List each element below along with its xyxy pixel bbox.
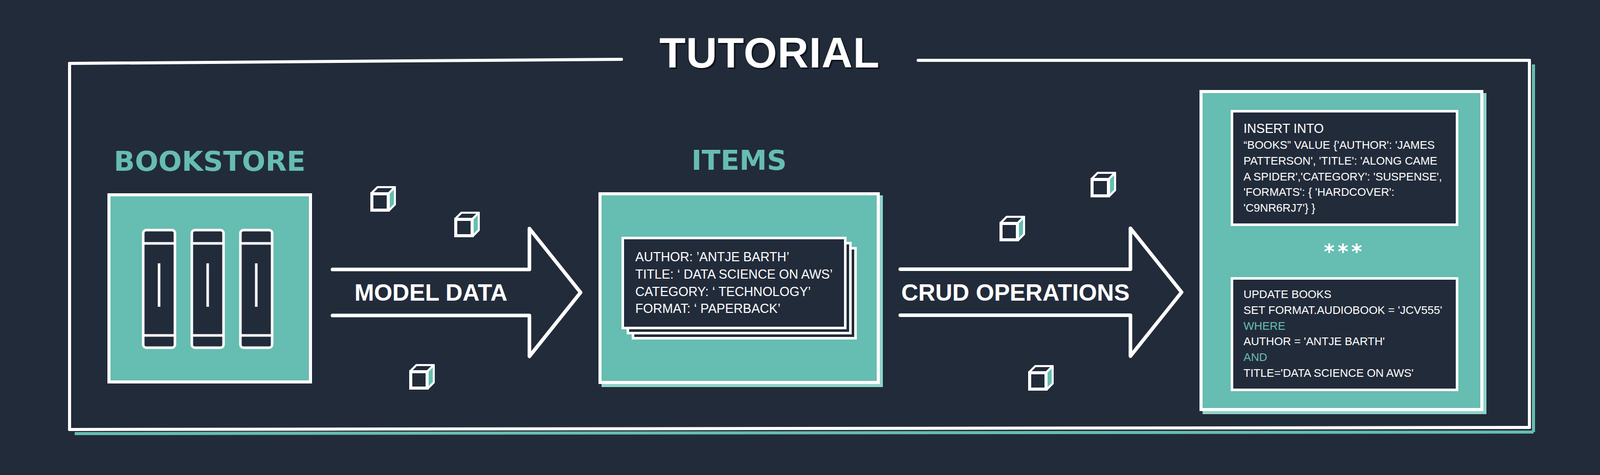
cube xyxy=(1000,216,1025,241)
cube xyxy=(455,212,479,237)
text-line: FORMAT: ‘ PAPERBACK’ xyxy=(635,300,833,318)
text-line: “BOOKS” VALUE {'AUTHOR': 'JAMES PATTERSO… xyxy=(1243,137,1446,217)
books-icon xyxy=(143,230,273,348)
text-line: INSERT INTO xyxy=(1243,119,1446,138)
box-heading: ITEMS xyxy=(550,144,928,177)
bookstore-box: BOOKSTORE xyxy=(107,193,313,384)
insert-code-box: INSERT INTO“BOOKS” VALUE {'AUTHOR': 'JAM… xyxy=(1230,109,1459,227)
text-line: TITLE='DATA SCIENCE ON AWS' xyxy=(1243,365,1446,382)
item-card: AUTHOR: ’ANTJE BARTH’TITLE: ‘ DATA SCIEN… xyxy=(621,236,847,330)
text-line: CATEGORY: ‘ TECHNOLOGY’ xyxy=(635,283,833,301)
cube xyxy=(1029,366,1053,390)
text-line: AUTHOR = 'ANTJE BARTH' xyxy=(1243,334,1446,350)
text-line: AUTHOR: ’ANTJE BARTH’ xyxy=(635,248,833,266)
text-line: AND xyxy=(1243,349,1446,366)
cube xyxy=(410,365,434,389)
bookstore-fill xyxy=(107,193,313,384)
separator-label: *** xyxy=(1323,239,1366,264)
hollow-arrow xyxy=(332,228,581,357)
frame xyxy=(69,59,1530,430)
text-line: UPDATE BOOKS xyxy=(1243,286,1446,303)
arrow-label: MODEL DATA xyxy=(350,277,512,308)
text-line: TITLE: ‘ DATA SCIENCE ON AWS’ xyxy=(635,265,833,284)
diagram-title: TUTORIAL xyxy=(651,28,888,78)
items-box: ITEMSAUTHOR: ’ANTJE BARTH’TITLE: ‘ DATA … xyxy=(598,192,880,385)
frame-shadow xyxy=(74,64,1534,434)
arrow-label: CRUD OPERATIONS xyxy=(897,277,1134,308)
cube xyxy=(371,187,395,211)
text-line: WHERE xyxy=(1243,318,1446,335)
update-code-box: UPDATE BOOKSSET FORMAT.AUDIOBOOK = 'JCV5… xyxy=(1230,277,1459,392)
box-heading: BOOKSTORE xyxy=(59,145,361,178)
cube xyxy=(1091,172,1116,197)
text-line: SET FORMAT.AUDIOBOOK = 'JCV555' xyxy=(1243,302,1446,319)
